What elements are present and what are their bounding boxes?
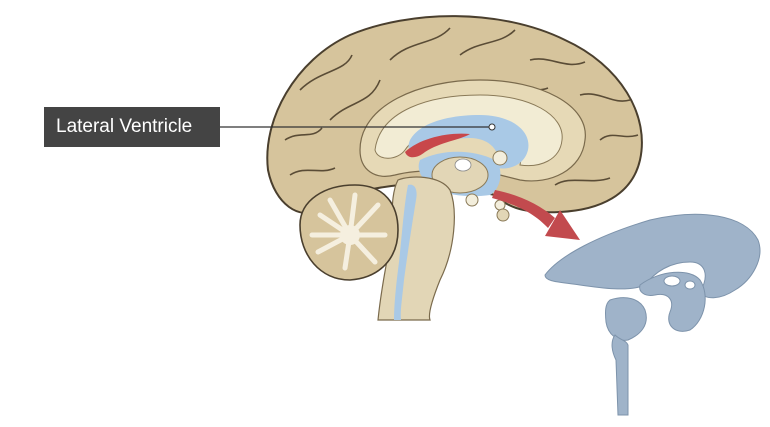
ventricle-cast [544, 213, 761, 416]
mamillary-body [465, 193, 479, 207]
lateral-ventricle-label: Lateral Ventricle [44, 107, 220, 147]
cerebral-aqueduct [394, 184, 417, 320]
interthalamic-adhesion [454, 158, 472, 172]
direction-arrowhead [545, 210, 580, 240]
optic-chiasm [494, 199, 506, 211]
pituitary [496, 208, 510, 222]
direction-arrow [492, 190, 555, 228]
pineal-body [492, 150, 508, 166]
corpus-callosum [374, 94, 563, 167]
arbor-vitae-core [340, 225, 360, 245]
cast-recess-hole [684, 280, 696, 290]
cast-third-ventricle [605, 297, 647, 341]
fornix-highlight [405, 133, 470, 158]
thalamus [431, 156, 489, 194]
cast-adhesion-hole [663, 275, 681, 287]
cast-lateral-ventricle [544, 213, 761, 299]
leader-dot [488, 123, 496, 131]
cast-central-canal [611, 334, 629, 416]
